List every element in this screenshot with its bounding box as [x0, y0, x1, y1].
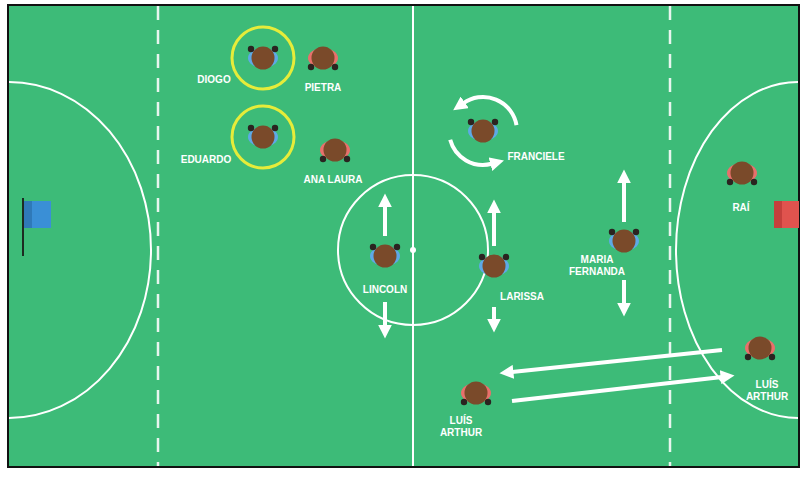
- player-figure: [479, 254, 509, 278]
- player-name: LINCOLN: [363, 284, 407, 296]
- player-name: LUÍS ARTHUR: [436, 415, 486, 439]
- player-name: DIOGO: [197, 74, 230, 86]
- player-name: PIETRA: [305, 82, 342, 94]
- movement-arrow: [383, 302, 387, 326]
- player-name: RAÍ: [732, 202, 749, 214]
- dashed-line: [669, 6, 672, 466]
- player-name: ANA LAURA: [303, 174, 362, 186]
- movement-arrow: [622, 280, 626, 304]
- center-line: [412, 6, 414, 466]
- player-figure: [727, 162, 757, 186]
- player-figure: [248, 46, 278, 70]
- player-figure: [320, 139, 350, 163]
- goal-area: [676, 82, 798, 418]
- red-flag: [774, 201, 799, 228]
- center-spot: [410, 247, 416, 253]
- goal-area: [9, 82, 151, 418]
- player-figure: [308, 47, 338, 71]
- movement-arrow: [383, 206, 387, 236]
- dashed-line: [157, 6, 160, 466]
- player-name: MARIA FERNANDA: [567, 254, 627, 278]
- player-figure: [370, 244, 400, 268]
- movement-arrow: [492, 307, 496, 320]
- player-figure: [745, 337, 775, 361]
- pitch: [8, 5, 799, 467]
- player-name: LARISSA: [500, 291, 544, 303]
- rotation-arrow: [450, 140, 492, 165]
- player-name: LUÍS ARTHUR: [742, 379, 792, 403]
- blue-flag: [24, 201, 32, 228]
- movement-arrow: [492, 212, 496, 246]
- pass-arrow: [512, 350, 722, 372]
- red-flag: [774, 201, 782, 228]
- player-figure: [468, 119, 498, 143]
- player-figure: [248, 125, 278, 149]
- player-name: EDUARDO: [181, 154, 232, 166]
- player-figure: [461, 382, 491, 406]
- movement-arrow: [622, 182, 626, 222]
- pass-arrow: [512, 377, 722, 401]
- highlight-ring: [232, 106, 294, 168]
- rotation-arrow: [464, 97, 517, 125]
- center-circle: [338, 175, 488, 325]
- highlight-ring: [232, 27, 294, 89]
- flag-pole: [22, 198, 24, 256]
- player-figure: [609, 229, 639, 253]
- player-name: FRANCIELE: [507, 151, 564, 163]
- blue-flag: [24, 201, 51, 228]
